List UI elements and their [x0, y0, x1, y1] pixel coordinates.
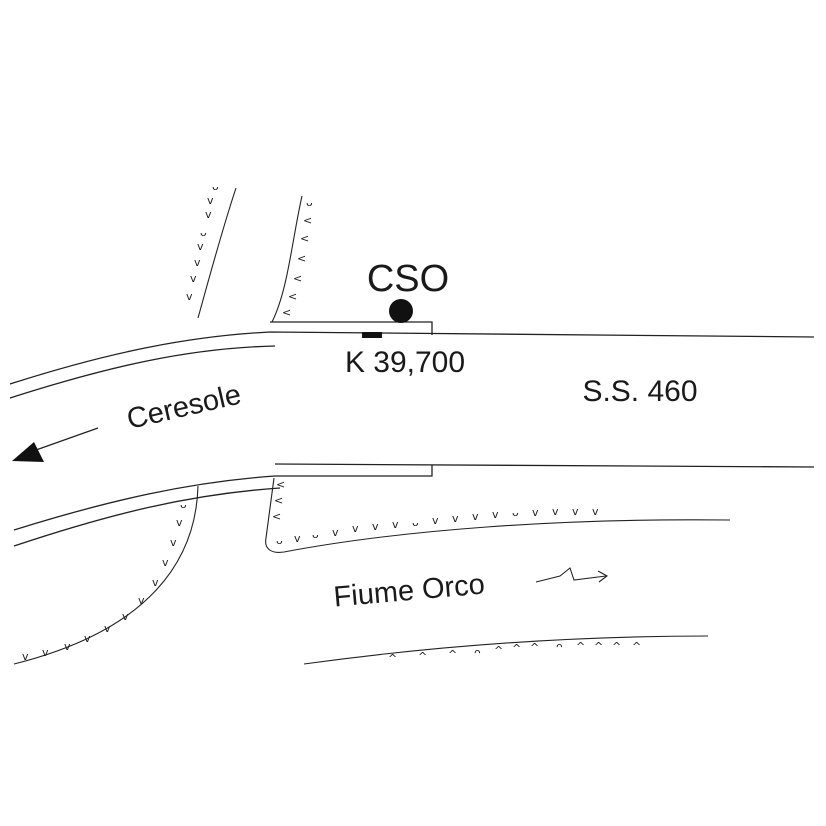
svg-text:<: <: [293, 272, 302, 285]
svg-text:v: v: [122, 610, 129, 623]
svg-text:ᴖ: ᴖ: [556, 640, 563, 653]
svg-text:^: ^: [448, 648, 457, 661]
svg-text:^: ^: [388, 652, 397, 665]
svg-text:<: <: [300, 232, 309, 245]
svg-text:ᴗ: ᴗ: [512, 506, 519, 519]
svg-text:ᴗ: ᴗ: [412, 516, 419, 529]
svg-text:<: <: [303, 214, 312, 227]
road-north-edge: [9, 331, 815, 385]
layby: [270, 321, 433, 335]
svg-text:<: <: [274, 494, 283, 507]
svg-text:<: <: [272, 510, 281, 523]
svg-text:v: v: [472, 510, 479, 523]
station-label: CSO: [367, 258, 449, 300]
svg-text:v: v: [84, 632, 91, 645]
river-south-bank: [303, 635, 709, 665]
direction-label: Ceresole: [124, 379, 244, 436]
svg-text:v: v: [170, 536, 177, 549]
svg-text:^: ^: [512, 642, 521, 655]
svg-text:ᴗ: ᴗ: [276, 534, 283, 547]
north-embankments: ᴗ v v ᴗ v v v v ᴗ < < < < < <: [186, 180, 313, 323]
road-south-outer-edge: [13, 487, 281, 547]
svg-text:v: v: [152, 576, 159, 589]
slope-line-east: [271, 195, 303, 323]
svg-text:v: v: [22, 650, 29, 663]
svg-text:v: v: [197, 240, 204, 253]
slope-line-southwest: [13, 485, 199, 665]
southwest-embankment: ᴗ v v v v v v v v v v v: [13, 485, 199, 665]
km-marker-label: K 39,700: [345, 346, 465, 379]
river-label: Fiume Orco: [332, 568, 486, 613]
svg-text:^: ^: [494, 644, 503, 657]
svg-text:v: v: [138, 594, 145, 607]
svg-text:<: <: [288, 290, 297, 303]
svg-text:^: ^: [632, 640, 641, 653]
road-south-edge: [13, 465, 433, 531]
svg-text:^: ^: [418, 650, 427, 663]
svg-text:v: v: [352, 522, 359, 535]
svg-text:^: ^: [594, 640, 603, 653]
svg-text:ᴗ: ᴗ: [306, 196, 313, 209]
svg-text:v: v: [392, 518, 399, 531]
svg-text:v: v: [452, 512, 459, 525]
slope-line-west: [197, 187, 237, 319]
slope-hatch: ᴗ: [212, 180, 219, 193]
svg-text:v: v: [372, 520, 379, 533]
svg-text:<: <: [276, 478, 285, 491]
arrow-left-icon: [12, 427, 99, 462]
black-bar-icon: [362, 332, 382, 338]
svg-text:v: v: [104, 622, 111, 635]
svg-text:v: v: [162, 556, 169, 569]
svg-text:v: v: [532, 506, 539, 519]
svg-text:v: v: [64, 640, 71, 653]
svg-text:v: v: [294, 532, 301, 545]
svg-text:v: v: [552, 505, 559, 518]
road: [9, 321, 815, 547]
river: < < < ᴗ v ᴗ v v v v ᴗ v v v v ᴗ v v v v …: [265, 477, 731, 665]
svg-text:ᴗ: ᴗ: [200, 226, 207, 239]
svg-text:v: v: [592, 505, 599, 518]
svg-text:<: <: [297, 252, 306, 265]
svg-text:ᴖ: ᴖ: [474, 646, 481, 659]
svg-text:ᴗ: ᴗ: [180, 498, 187, 511]
svg-text:v: v: [42, 646, 49, 659]
svg-text:v: v: [207, 194, 214, 207]
flow-arrow-icon: [535, 567, 609, 583]
svg-text:v: v: [432, 514, 439, 527]
svg-text:v: v: [572, 505, 579, 518]
road-north-outer-edge: [9, 345, 276, 399]
svg-text:^: ^: [612, 640, 621, 653]
svg-text:v: v: [190, 272, 197, 285]
filled-circle-icon: [389, 299, 413, 323]
svg-text:<: <: [282, 306, 291, 319]
svg-text:^: ^: [530, 641, 539, 654]
road-south-main-edge: [274, 463, 815, 468]
svg-text:v: v: [492, 508, 499, 521]
svg-text:v: v: [176, 516, 183, 529]
svg-text:v: v: [186, 290, 193, 303]
svg-text:v: v: [205, 208, 212, 221]
svg-text:v: v: [332, 526, 339, 539]
river-north-bank: [265, 477, 731, 553]
svg-text:ᴗ: ᴗ: [312, 528, 319, 541]
svg-text:v: v: [194, 256, 201, 269]
road-label: S.S. 460: [582, 375, 697, 408]
svg-text:^: ^: [576, 640, 585, 653]
